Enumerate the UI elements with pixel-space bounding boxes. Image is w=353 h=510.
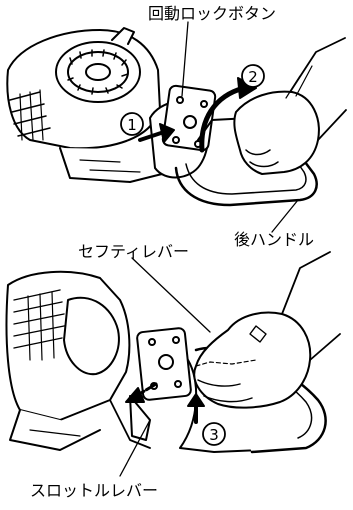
safety-lever-label: セフティレバー: [78, 242, 190, 261]
throttle-arrow: [125, 382, 158, 403]
svg-text:2: 2: [248, 68, 258, 86]
safety-arrow-3: [187, 393, 205, 424]
push-arrow-1: [138, 123, 175, 143]
gloved-hand-top: [233, 37, 347, 175]
engine-housing-bottom: [5, 270, 151, 451]
top-illustration: [6, 21, 347, 233]
rear-handle-label: 後ハンドル: [234, 230, 315, 249]
throttle-lever-label: スロットルレバー: [30, 481, 159, 500]
gloved-hand-bottom: [193, 251, 341, 409]
leader-safety-lever: [131, 257, 211, 333]
rotation-lock-button-label: 回動ロックボタン: [148, 4, 277, 23]
step-2-marker: 2: [241, 64, 265, 88]
svg-text:3: 3: [209, 426, 219, 444]
leader-throttle-lever: [119, 419, 151, 477]
bottom-illustration: [5, 251, 341, 477]
step-3-marker: 3: [202, 422, 226, 446]
leader-rotation-lock: [181, 21, 189, 97]
step-1-marker: 1: [120, 112, 144, 136]
svg-text:1: 1: [127, 116, 137, 134]
engine-housing-top: [6, 27, 179, 183]
leader-rear-handle: [271, 199, 299, 233]
